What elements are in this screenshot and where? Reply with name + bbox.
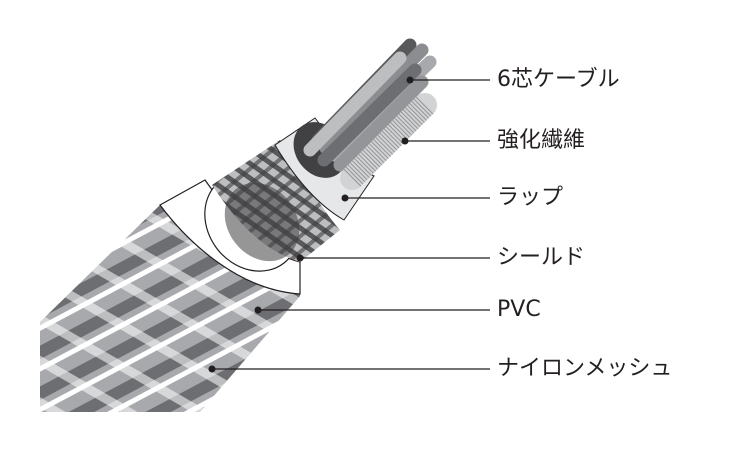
core-wires bbox=[303, 38, 437, 172]
label-reinforcement-fiber: 強化繊維 bbox=[497, 128, 586, 153]
label-nylon-mesh: ナイロンメッシュ bbox=[497, 356, 673, 381]
label-core-cable: 6芯ケーブル bbox=[497, 67, 620, 92]
shield-layer bbox=[212, 140, 340, 262]
leader-dots bbox=[208, 76, 414, 373]
leader-lines bbox=[212, 79, 490, 370]
nylon-mesh-layer bbox=[40, 205, 300, 412]
label-wrap: ラップ bbox=[497, 185, 564, 210]
label-shield: シールド bbox=[497, 245, 586, 270]
reinforcement-fiber bbox=[340, 93, 437, 190]
label-pvc: PVC bbox=[497, 297, 541, 322]
